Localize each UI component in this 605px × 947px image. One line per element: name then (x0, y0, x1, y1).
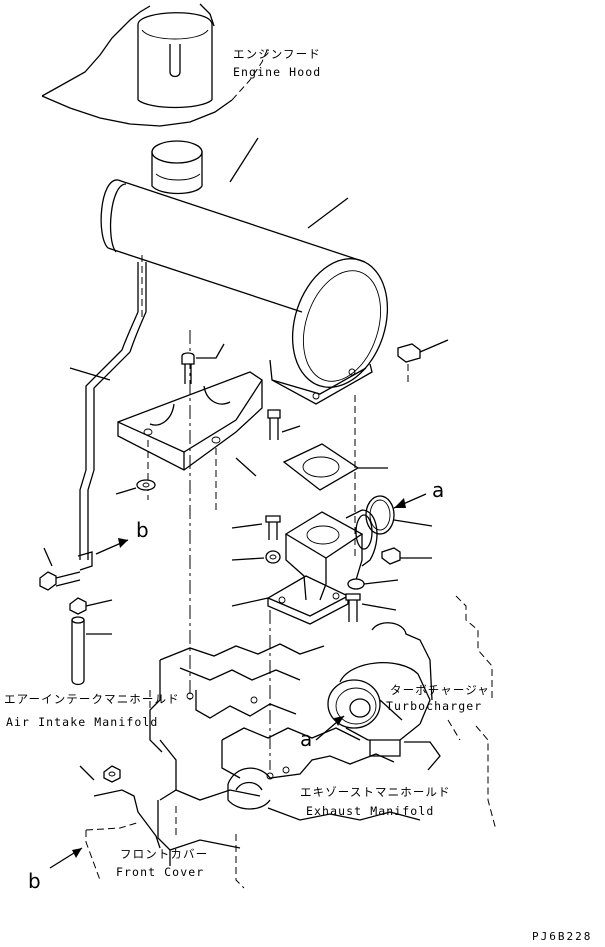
exhaust-label-jp: エキゾーストマニホールド (300, 785, 451, 799)
ref-a-lower: a (300, 727, 312, 751)
front-cover-label-jp: フロントカバー (120, 847, 208, 861)
air-intake-label-en: Air Intake Manifold (6, 715, 158, 729)
engine-block (149, 595, 497, 889)
muffler (100, 137, 449, 405)
air-intake-label-jp: エアーインテークマニホールド (4, 692, 180, 706)
mounting-bracket (115, 330, 301, 700)
drawing-code: PJ6B228 (532, 930, 592, 943)
left-clamp-parts (39, 538, 129, 686)
front-cover (49, 765, 161, 881)
turbocharger-label-en: Turbocharger (386, 699, 482, 713)
ref-a-upper: a (432, 478, 444, 502)
strap-rod (69, 255, 147, 560)
gasket (282, 443, 388, 491)
exhaust-label-en: Exhaust Manifold (306, 804, 434, 818)
exhaust-elbow (231, 395, 433, 770)
ref-b-lower: b (28, 869, 41, 893)
turbocharger-label-jp: ターボチャージャ (390, 683, 490, 697)
engine-hood-label-jp: エンジンフード (233, 47, 321, 61)
engine-hood (41, 3, 269, 127)
front-cover-label-en: Front Cover (116, 865, 204, 879)
engine-hood-label-en: Engine Hood (233, 65, 321, 79)
ref-b-upper: b (136, 518, 149, 542)
